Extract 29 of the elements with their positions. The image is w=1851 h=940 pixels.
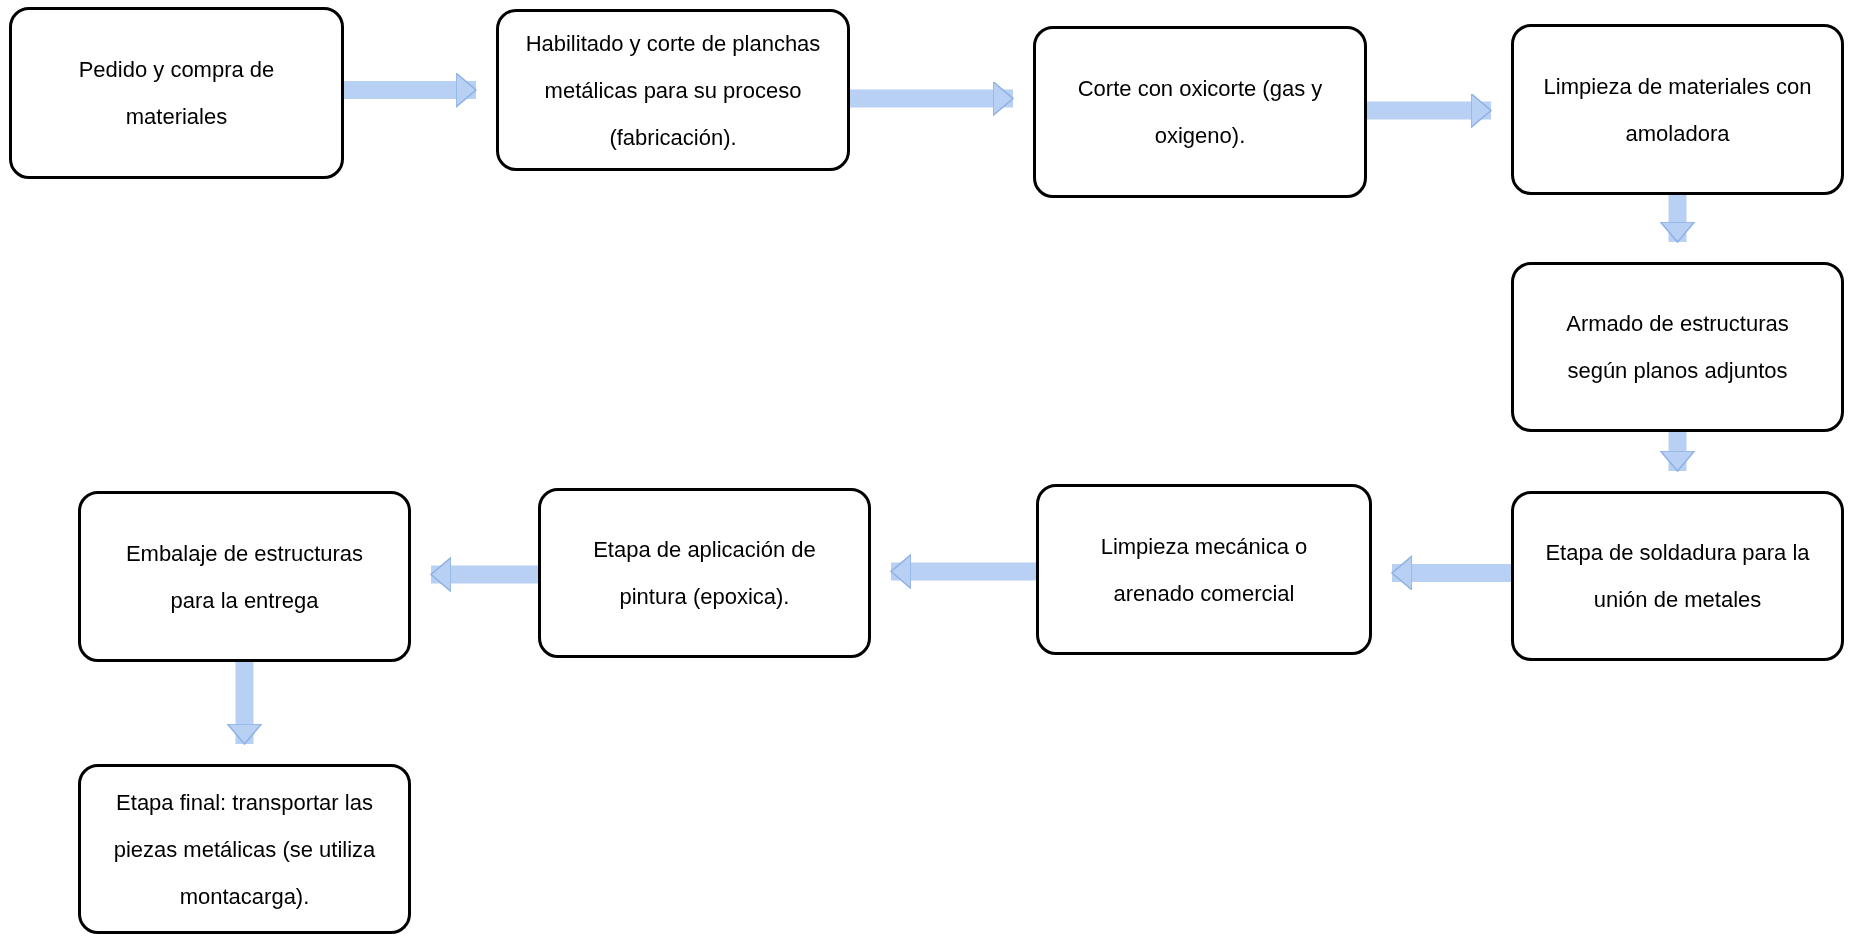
process-box — [78, 491, 411, 662]
step-text: Etapa de aplicación de pintura (epoxica). — [592, 536, 817, 611]
step-text: Habilitado y corte de planchas metálicas para su proceso (fabricación). — [524, 29, 822, 152]
process-box — [1511, 262, 1844, 432]
step-text: Corte con oxicorte (gas y oxigeno). — [1076, 75, 1324, 150]
process-box — [1033, 26, 1367, 198]
process-box — [538, 488, 871, 658]
step-text: Limpieza de materiales con amoladora — [1542, 72, 1813, 148]
block-arrow — [1391, 555, 1511, 591]
step-text: Embalaje de estructuras para la entrega — [124, 539, 365, 615]
process-box — [9, 7, 344, 179]
step-text: Armado de estructuras según planos adjuntos — [1565, 310, 1790, 385]
block-arrow — [1367, 92, 1492, 129]
block-arrow — [890, 553, 1036, 590]
block-arrow — [430, 556, 538, 593]
process-box — [496, 9, 850, 171]
process-box — [1511, 491, 1844, 661]
process-box — [1511, 24, 1844, 195]
process-box — [1036, 484, 1372, 655]
block-arrow — [850, 80, 1014, 117]
process-box — [78, 764, 411, 934]
block-arrow — [344, 72, 477, 108]
step-text: Etapa de soldadura para la unión de metales — [1544, 539, 1811, 614]
block-arrow — [226, 662, 263, 745]
block-arrow — [1659, 432, 1696, 472]
step-text: Limpieza mecánica o arenado comercial — [1099, 532, 1309, 608]
block-arrow — [1659, 195, 1696, 243]
step-text: Pedido y compra de materiales — [77, 56, 276, 131]
step-text: Etapa final: transportar las piezas metálicas (se utiliza montacarga). — [112, 788, 377, 911]
